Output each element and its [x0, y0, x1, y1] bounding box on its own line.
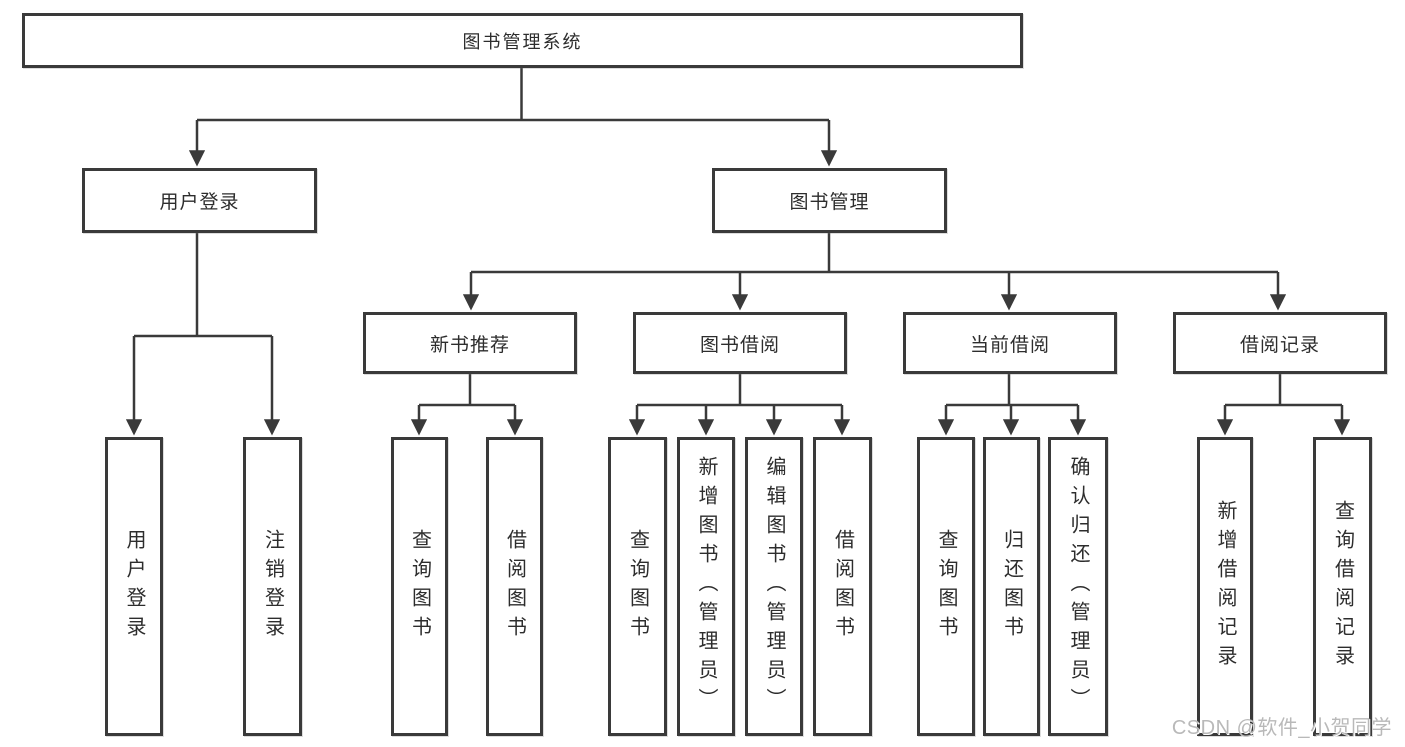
- leaf-confirm-return-admin: 确认归还（管理员）: [1048, 437, 1108, 736]
- node-book-management-label: 图书管理: [789, 192, 870, 213]
- leaf-query-books-current: 查询图书: [917, 437, 975, 736]
- leaf-borrow-books-recommend: 借阅图书: [486, 437, 543, 736]
- node-user-login-label: 用户登录: [159, 192, 240, 213]
- leaf-query-borrow-record: 查询借阅记录: [1313, 437, 1372, 736]
- node-book-management: 图书管理: [712, 168, 947, 233]
- leaf-add-borrow-record: 新增借阅记录: [1197, 437, 1253, 736]
- leaf-return-book: 归还图书: [983, 437, 1040, 736]
- leaf-logout-action: 注销登录: [243, 437, 302, 736]
- node-new-book-recommend-label: 新书推荐: [429, 334, 510, 356]
- leaf-add-book-admin: 新增图书（管理员）: [677, 437, 735, 736]
- node-current-borrowing-label: 当前借阅: [969, 334, 1050, 356]
- leaf-query-books-borrowing: 查询图书: [608, 437, 667, 736]
- node-borrowing-records-label: 借阅记录: [1239, 334, 1320, 356]
- node-book-borrowing: 图书借阅: [633, 312, 847, 374]
- node-book-borrowing-label: 图书借阅: [699, 334, 780, 356]
- node-current-borrowing: 当前借阅: [903, 312, 1117, 374]
- node-user-login: 用户登录: [82, 168, 317, 233]
- node-new-book-recommend: 新书推荐: [363, 312, 577, 374]
- leaf-user-login-action: 用户登录: [105, 437, 163, 736]
- node-root-label: 图书管理系统: [462, 31, 583, 52]
- leaf-query-books-recommend: 查询图书: [391, 437, 448, 736]
- watermark: CSDN @软件_小贺同学: [1171, 717, 1392, 739]
- node-borrowing-records: 借阅记录: [1173, 312, 1387, 374]
- leaf-edit-book-admin: 编辑图书（管理员）: [745, 437, 803, 736]
- node-root-system: 图书管理系统: [22, 13, 1023, 68]
- leaf-borrow-books-borrowing: 借阅图书: [813, 437, 872, 736]
